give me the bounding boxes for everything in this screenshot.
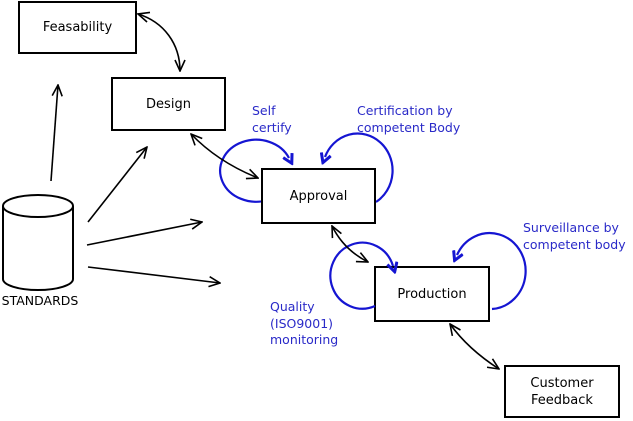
arrow-standards-to-approval: [86, 222, 202, 246]
customer-feedback-box: [504, 365, 620, 418]
arrow-design-approval: [191, 134, 258, 178]
production-box: [374, 266, 490, 322]
standards-cylinder: [2, 194, 74, 291]
feasability-box: [18, 1, 137, 54]
arrow-standards-to-design: [87, 147, 147, 223]
approval-box: [261, 168, 376, 224]
certification-loop-arrow: [325, 132, 394, 203]
arrow-standards-to-production: [87, 266, 220, 283]
surveillance-loop-arrow: [457, 232, 527, 311]
arrow-feasability-design: [138, 14, 180, 71]
design-box: [111, 77, 226, 131]
arrow-approval-production: [332, 226, 368, 262]
arrow-production-customer-feedback: [450, 324, 499, 369]
arrow-standards-to-feasability: [50, 85, 58, 182]
